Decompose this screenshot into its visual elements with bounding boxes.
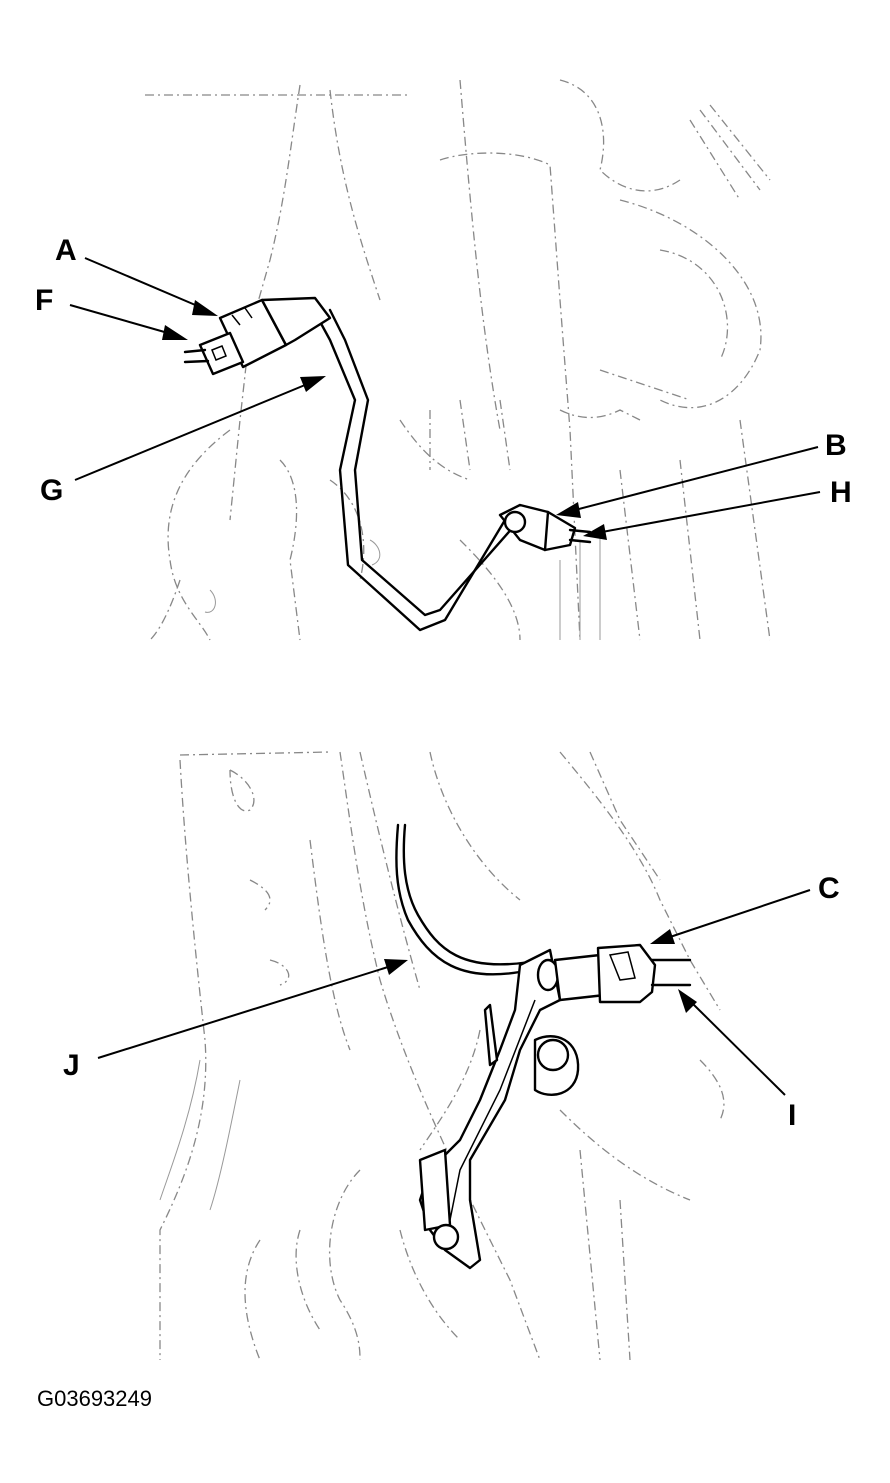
pipe-i	[650, 958, 692, 987]
top-panel-background	[145, 79, 771, 641]
callout-label-f: F	[35, 284, 53, 317]
bottom-panel-background	[159, 751, 725, 1361]
pipe-f	[183, 348, 210, 364]
fuel-tube-j	[395, 823, 532, 976]
callout-label-j: J	[63, 1049, 80, 1082]
quick-connector-c	[536, 943, 657, 1004]
callout-label-c: C	[818, 872, 840, 905]
quick-connector-b	[498, 503, 577, 552]
callout-label-b: B	[825, 429, 847, 462]
callout-label-i: I	[788, 1099, 796, 1132]
callout-label-g: G	[40, 474, 63, 507]
quick-connector-a	[198, 296, 332, 376]
callout-label-h: H	[830, 476, 852, 509]
pipe-h	[568, 528, 592, 544]
fuel-line-bracket	[418, 948, 580, 1270]
callout-leaders	[69, 257, 821, 1096]
fuel-tube-g	[316, 308, 517, 632]
callout-label-a: A	[55, 234, 77, 267]
figure-id: G03693249	[37, 1386, 152, 1411]
